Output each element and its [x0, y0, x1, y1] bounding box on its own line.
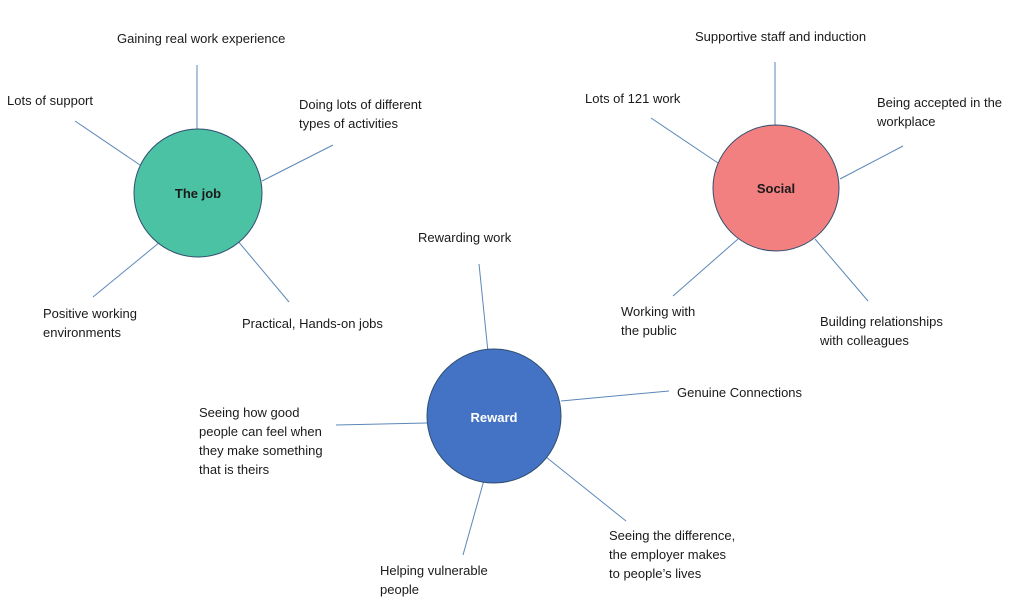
connector-social-lots121: [650, 117, 719, 164]
connector-social-accepted: [839, 145, 904, 180]
label-working-with-public: Working with the public: [621, 302, 695, 340]
label-line: Helping vulnerable: [380, 563, 488, 578]
label-seeing-the-difference: Seeing the difference, the employer make…: [609, 526, 735, 583]
connector-job-positive: [92, 241, 161, 298]
hub-the-job-label: The job: [175, 186, 221, 201]
label-line: the public: [621, 323, 677, 338]
label-different-activities: Doing lots of different types of activit…: [299, 95, 422, 133]
label-genuine-connections: Genuine Connections: [677, 385, 803, 400]
label-rewarding-work: Rewarding work: [418, 230, 512, 245]
label-line: environments: [43, 325, 122, 340]
hub-reward: Reward: [426, 348, 562, 484]
label-line: with colleagues: [820, 333, 909, 348]
label-line: they make something: [199, 443, 323, 458]
connector-social-relationships: [814, 238, 869, 302]
label-lots-of-support: Lots of support: [7, 93, 93, 108]
label-line: people can feel when: [199, 424, 322, 439]
label-positive-working: Positive working environments: [43, 304, 137, 342]
connectors: [74, 62, 904, 556]
connector-job-support: [74, 120, 141, 166]
connector-social-public: [672, 238, 739, 297]
connector-job-activities: [261, 144, 334, 182]
connector-reward-seeing-good: [335, 422, 428, 426]
label-line: Doing lots of different: [299, 97, 422, 112]
label-practical-hands-on: Practical, Hands-on jobs: [242, 316, 383, 331]
label-lots-of-121: Lots of 121 work: [585, 91, 681, 106]
label-line: to people’s lives: [609, 566, 702, 581]
label-supportive-staff: Supportive staff and induction: [695, 29, 867, 44]
hub-social: Social: [712, 124, 840, 252]
hub-the-job: The job: [133, 128, 263, 258]
label-line: that is theirs: [199, 462, 270, 477]
label-line: Seeing the difference,: [609, 528, 736, 543]
label-line: Positive working: [43, 306, 137, 321]
label-building-relationships: Building relationships with colleagues: [820, 312, 943, 350]
label-line: Building relationships: [820, 314, 943, 329]
label-line: Working with: [621, 304, 696, 319]
label-gaining-real-work: Gaining real work experience: [117, 31, 286, 46]
label-seeing-how-good: Seeing how good people can feel when the…: [199, 403, 323, 479]
connector-reward-genuine: [560, 390, 670, 402]
hub-social-label: Social: [757, 181, 795, 196]
connector-reward-difference: [545, 456, 627, 522]
label-line: the employer makes: [609, 547, 727, 562]
label-line: Seeing how good: [199, 405, 300, 420]
connector-job-practical: [236, 239, 290, 303]
label-being-accepted: Being accepted in the workplace: [877, 93, 1002, 131]
label-line: Being accepted in the: [877, 95, 1003, 110]
hub-the-job-circle: [133, 128, 263, 258]
label-line: people: [380, 582, 420, 597]
hub-reward-label: Reward: [471, 410, 518, 425]
label-helping-vulnerable: Helping vulnerable people: [380, 561, 488, 599]
label-line: workplace: [877, 114, 936, 129]
label-line: types of activities: [299, 116, 398, 131]
connector-reward-rewarding: [478, 263, 489, 353]
hub-reward-circle: [426, 348, 562, 484]
hub-social-circle: [712, 124, 840, 252]
connector-reward-vulnerable: [462, 479, 485, 556]
